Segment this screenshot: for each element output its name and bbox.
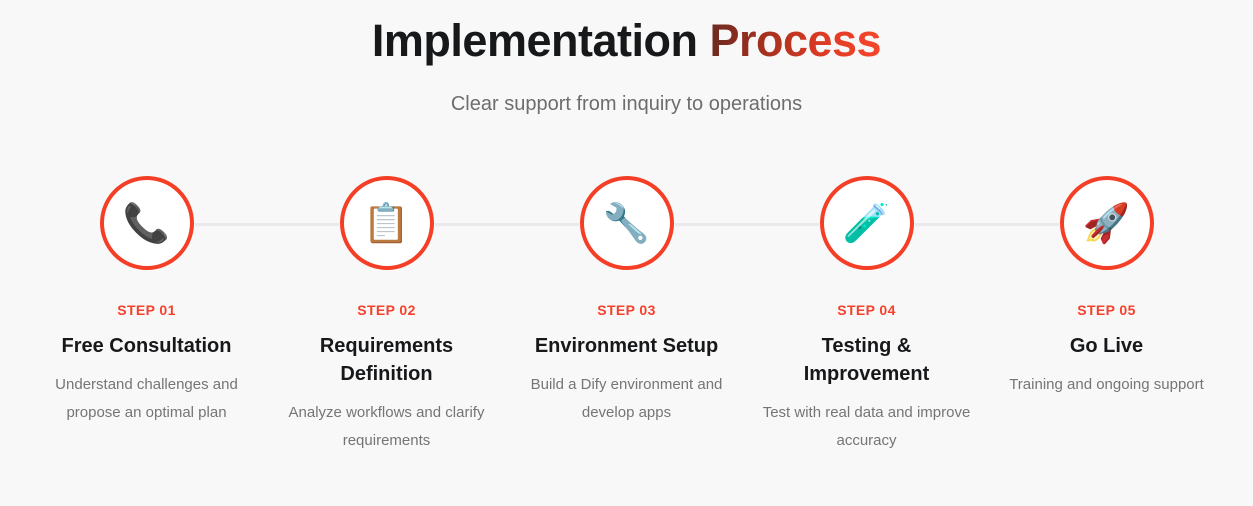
step-description: Understand challenges and propose an opt…: [55, 376, 238, 421]
rocket-icon: 🚀: [1082, 201, 1131, 246]
step-number-label: STEP 03: [597, 302, 656, 319]
process-steps-row: 📞 STEP 01 Free Consultation Understand c…: [0, 170, 1253, 455]
page-subtitle: Clear support from inquiry to operations: [450, 93, 803, 116]
step-icon-circle: 🧪: [819, 176, 914, 271]
process-step-2: 📋 STEP 02 Requirements Definition Analyz…: [267, 170, 579, 455]
step-number-label: STEP 02: [357, 302, 416, 319]
process-step-1: 📞 STEP 01 Free Consultation Understand c…: [27, 170, 339, 427]
process-step-5: 🚀 STEP 05 Go Live Training and ongoing s…: [987, 170, 1227, 399]
step-description: Test with real data and improve accuracy: [762, 404, 971, 449]
step-title: Requirements Definition: [319, 335, 454, 386]
step-number-label: STEP 04: [837, 302, 896, 319]
step-connector-line: [914, 223, 1059, 227]
step-title: Free Consultation: [61, 335, 232, 358]
page-title-plain: Implementation: [371, 15, 710, 66]
step-description: Training and ongoing support: [1009, 376, 1204, 394]
step-icon-circle: 📋: [339, 176, 434, 271]
step-connector-line: [434, 223, 579, 227]
telephone-receiver-icon: 📞: [122, 201, 171, 246]
step-connector-line: [194, 223, 339, 227]
step-description: Analyze workflows and clarify requiremen…: [288, 404, 485, 449]
step-description: Build a Dify environment and develop app…: [530, 376, 723, 421]
step-number-label: STEP 01: [117, 302, 176, 319]
wrench-icon: 🔧: [602, 201, 651, 246]
page-title-accent: Process: [709, 15, 882, 66]
process-step-4: 🧪 STEP 04 Testing & Improvement Test wit…: [747, 170, 1059, 455]
clipboard-icon: 📋: [362, 201, 411, 246]
step-title: Environment Setup: [534, 335, 719, 358]
section-heading: Implementation Process Clear support fro…: [0, 14, 1253, 118]
step-number-label: STEP 05: [1077, 302, 1136, 319]
step-title: Testing & Improvement: [803, 335, 930, 386]
step-icon-circle: 🔧: [579, 176, 674, 271]
step-title: Go Live: [1069, 335, 1144, 358]
step-icon-circle: 📞: [99, 176, 194, 271]
test-tube-icon: 🧪: [842, 201, 891, 246]
page-title: Implementation Process: [0, 14, 1253, 67]
step-icon-circle: 🚀: [1059, 176, 1154, 271]
process-step-3: 🔧 STEP 03 Environment Setup Build a Dify…: [507, 170, 819, 427]
step-connector-line: [674, 223, 819, 227]
